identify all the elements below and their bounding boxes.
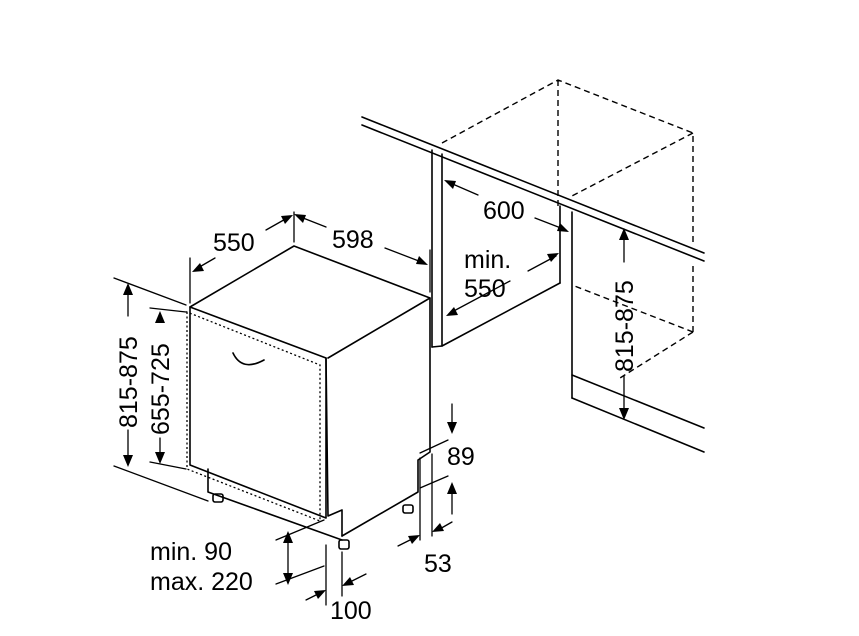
foot-offset-dim-line (397, 521, 453, 547)
door-gap-arrow-top (283, 531, 293, 543)
label-total-height: 815-875 (115, 336, 143, 428)
door-panel-outline (186, 311, 321, 522)
plinth-extension-lines (419, 439, 449, 489)
niche-depth-arrow-top (547, 253, 559, 262)
door-gap-arrow-bottom (283, 573, 293, 585)
door-height-extension-lines (149, 307, 187, 470)
foot-offset-extension-lines (419, 453, 433, 541)
label-width-598: 598 (332, 226, 374, 254)
height-arrow-top (123, 283, 133, 295)
foot-offset-arrow-right (432, 523, 444, 532)
plinth-depth-extension-lines (325, 544, 343, 606)
worktop-bottom-edge (361, 124, 705, 262)
plinth-arrow-bottom (447, 482, 457, 494)
niche-width-arrow-left (444, 180, 456, 189)
foot-rear-right-icon (402, 504, 414, 514)
depth-arrow-left (192, 263, 204, 272)
door-handle-icon (232, 352, 265, 366)
label-foot-53: 53 (424, 550, 452, 578)
appliance-door-offset (325, 357, 343, 537)
label-door-gap-min: min. 90 (150, 538, 232, 566)
door-gap-extension-lines (275, 519, 325, 585)
label-door-gap-max: max. 220 (150, 568, 253, 596)
foot-front-right-icon (338, 539, 350, 550)
label-niche-width-600: 600 (483, 197, 525, 225)
niche-height-arrow-bottom (619, 408, 629, 420)
height-arrow-bottom (123, 455, 133, 467)
dishwasher-appliance (186, 245, 431, 550)
appliance-top-face (189, 245, 431, 359)
label-plinth-depth-100: 100 (330, 597, 372, 625)
width-arrow-right (416, 256, 428, 265)
height-extension-lines (113, 277, 209, 502)
label-depth-550: 550 (213, 229, 255, 257)
niche-height-arrow-top (619, 228, 629, 240)
label-plinth-89: 89 (447, 443, 475, 471)
niche-width-arrow-right (557, 223, 569, 232)
left-cabinet-base (431, 282, 561, 348)
depth-extension-lines (189, 211, 295, 304)
niche-dashed-box (441, 79, 694, 379)
foot-offset-arrow-left (408, 535, 420, 544)
dimension-labels: 550 598 600 min. 550 815-875 815-875 655… (115, 197, 639, 625)
label-niche-depth-550: 550 (464, 275, 506, 303)
plinth-depth-arrow-left (314, 590, 326, 599)
plinth-depth-arrow-right (342, 577, 354, 586)
right-cabinet-plinth (571, 397, 705, 453)
appliance-side-edge (341, 297, 431, 537)
label-door-height: 655-725 (147, 343, 175, 435)
door-height-arrow-bottom (155, 452, 165, 464)
worktop-top-edge (361, 116, 705, 254)
appliance-front-panel (189, 306, 327, 519)
right-cabinet-bottom (571, 374, 705, 429)
appliance-dimensions (113, 211, 457, 606)
door-height-arrow-top (155, 311, 165, 323)
label-niche-height: 815-875 (611, 280, 639, 372)
depth-arrow-right (281, 215, 293, 224)
niche-depth-arrow-bottom (446, 307, 458, 316)
plinth-arrow-top (447, 422, 457, 434)
label-niche-depth-min: min. (464, 246, 511, 274)
width-arrow-left (294, 214, 306, 223)
foot-front-left-icon (212, 493, 224, 503)
appliance-plinth-front (207, 468, 343, 541)
installation-niche (361, 79, 705, 453)
